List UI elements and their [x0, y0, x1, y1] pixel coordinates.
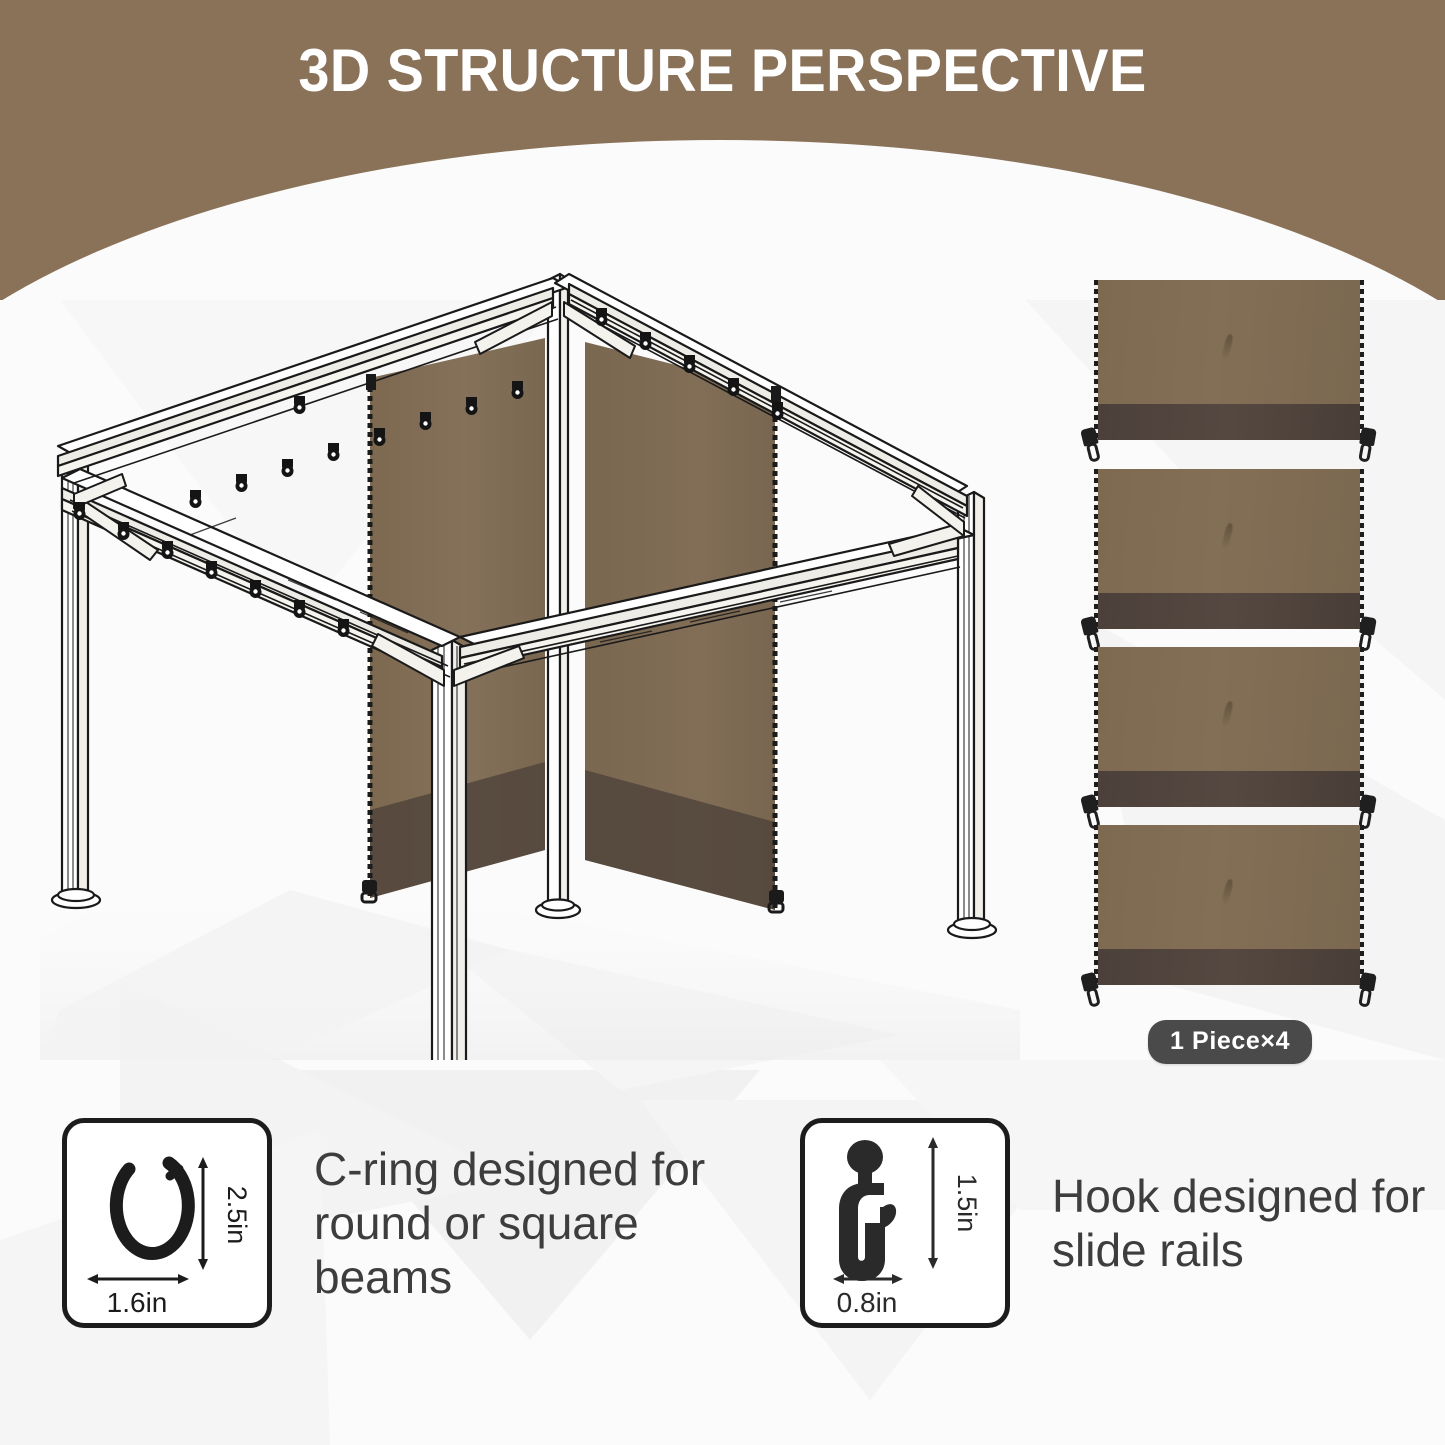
curtain-panel	[1080, 647, 1377, 830]
panel-zipper-left	[1094, 647, 1098, 807]
panel-zipper-right	[1360, 280, 1364, 440]
cring-icon-box: 2.5in 1.6in	[62, 1118, 272, 1328]
panel-zipper-left	[1094, 280, 1098, 440]
panel-bottom-band	[1098, 949, 1360, 985]
feature-cring: 2.5in 1.6in C-ring designed for round or…	[62, 1118, 744, 1328]
panel-zipper-right	[1360, 825, 1364, 985]
panel-bottom-band	[1098, 771, 1360, 807]
curtain-panel	[1080, 469, 1377, 652]
hook-width-label: 0.8in	[837, 1287, 898, 1318]
feature-hook: 1.5in 0.8in Hook designed for slide rail…	[800, 1118, 1445, 1328]
panel-zipper-right	[1360, 469, 1364, 629]
page-title: 3D STRUCTURE PERSPECTIVE	[298, 37, 1147, 104]
panel-bottom-band	[1098, 593, 1360, 629]
panel-zipper-left	[1094, 469, 1098, 629]
cring-description: C-ring designed for round or square beam…	[314, 1142, 706, 1304]
hook-height-label: 1.5in	[952, 1174, 982, 1233]
curtain-panel-stack	[1080, 280, 1380, 1010]
panel-zipper-right	[1360, 647, 1364, 807]
piece-count-badge: 1 Piece×4	[1148, 1020, 1313, 1064]
header-banner	[0, 0, 1445, 300]
hook-description: Hook designed for slide rails	[1052, 1169, 1426, 1276]
cring-width-label: 1.6in	[107, 1287, 168, 1318]
gazebo-illustration	[40, 250, 1020, 1060]
curtain-panel	[1080, 280, 1377, 463]
curtain-panel	[1080, 825, 1377, 1008]
cring-height-label: 2.5in	[222, 1186, 252, 1245]
panel-bottom-band	[1098, 404, 1360, 440]
hook-icon-box: 1.5in 0.8in	[800, 1118, 1010, 1328]
panel-zipper-left	[1094, 825, 1098, 985]
